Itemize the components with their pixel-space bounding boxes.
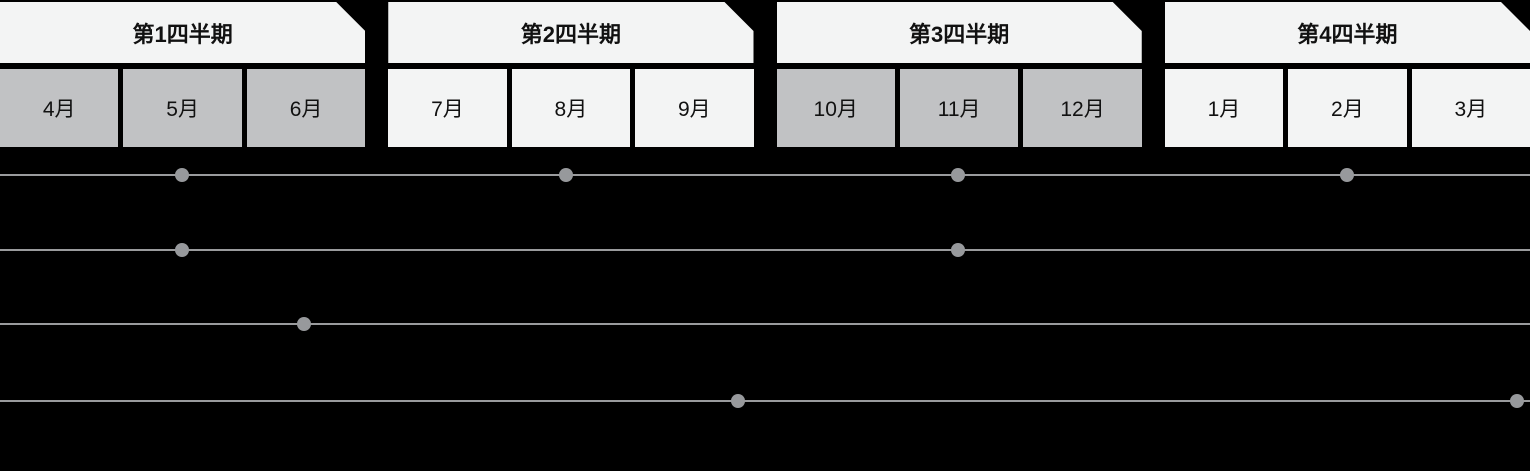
month-cell: 12月 [1023,69,1142,147]
month-cell: 1月 [1164,69,1284,147]
milestone-dot [1510,394,1524,408]
month-cell: 2月 [1288,69,1407,147]
month-cell: 9月 [635,69,754,147]
quarter-header: 第4四半期 [1165,2,1530,63]
month-cell: 5月 [123,69,242,147]
timeline-row-4 [0,394,1530,408]
timeline-line [0,249,1530,251]
timeline-line [0,400,1530,402]
month-cell: 3月 [1411,69,1530,147]
timeline-row-3 [0,317,1530,331]
milestone-dot [297,317,311,331]
month-cell: 11月 [899,69,1019,147]
milestone-dot [731,394,745,408]
milestone-dot [175,243,189,257]
milestone-dot [559,168,573,182]
month-cell: 7月 [388,69,507,147]
month-cell: 8月 [511,69,631,147]
milestone-dot [1340,168,1354,182]
milestone-dot [175,168,189,182]
quarter-header: 第2四半期 [388,2,753,63]
timeline-row-2 [0,243,1530,257]
quarter-header: 第1四半期 [0,2,365,63]
milestone-dot [951,243,965,257]
timeline-line [0,323,1530,325]
month-cell: 10月 [776,69,895,147]
timeline-line [0,174,1530,176]
quarter-header: 第3四半期 [777,2,1142,63]
month-cell: 4月 [0,69,119,147]
month-cell: 6月 [246,69,366,147]
timeline-row-1 [0,168,1530,182]
milestone-dot [951,168,965,182]
